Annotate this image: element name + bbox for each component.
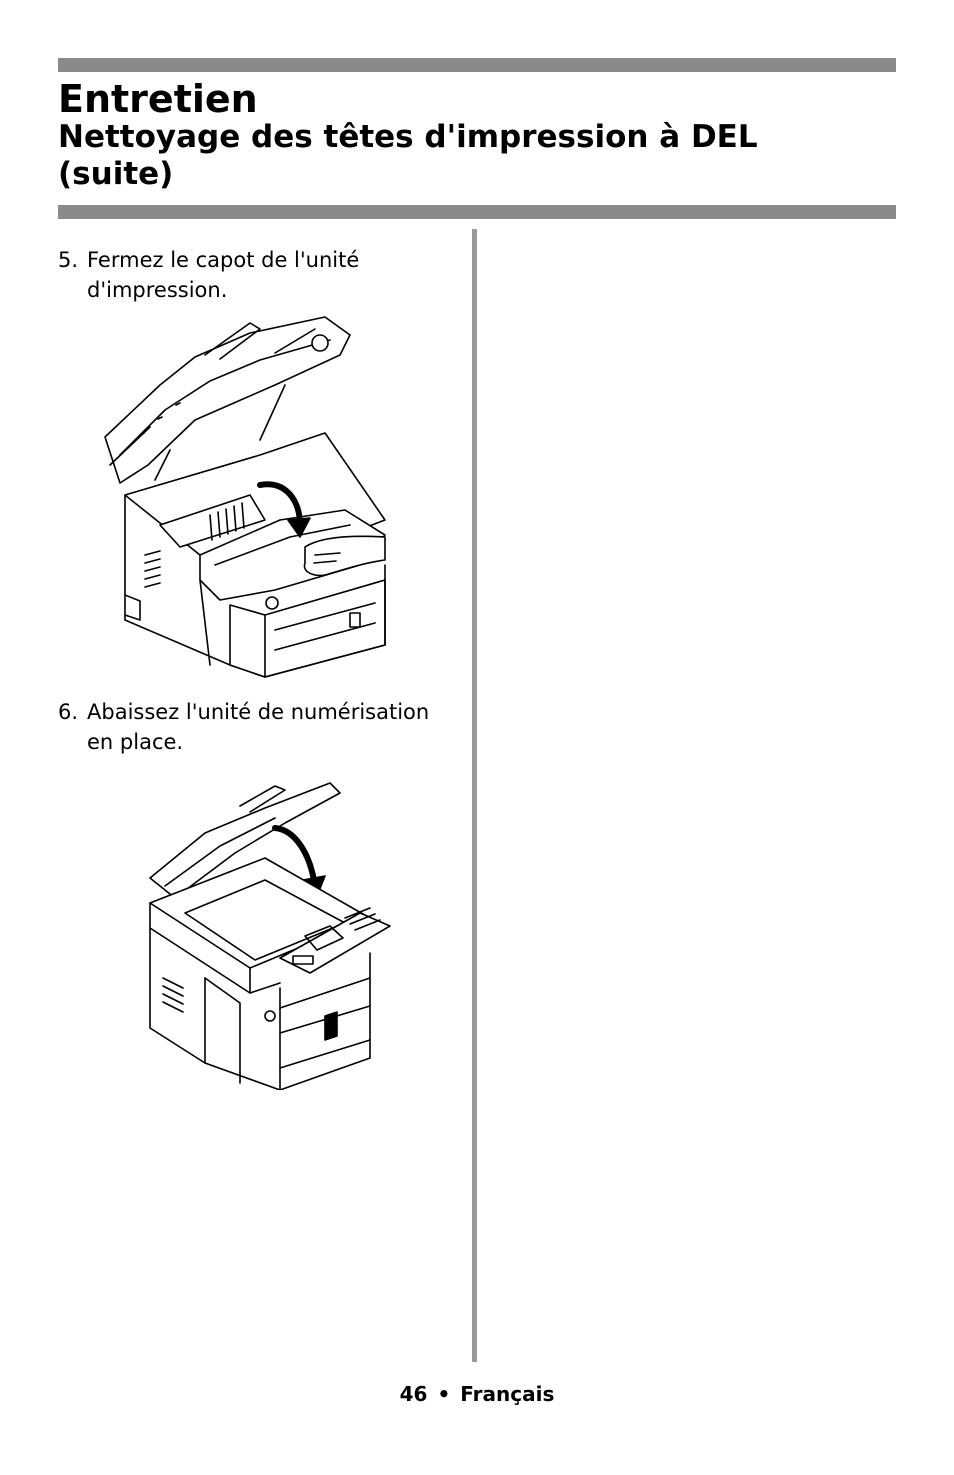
- page-footer: 46 • Français: [0, 1381, 954, 1407]
- step-text: Fermez le capot de l'unité d'impression.: [87, 248, 360, 302]
- printer-lower-scanner-unit-illustration: [145, 778, 395, 1091]
- step-number: 6.: [58, 700, 79, 724]
- footer-language: Français: [460, 1382, 555, 1406]
- printer-close-print-unit-cover-illustration: [100, 315, 390, 680]
- page-title: Entretien: [58, 77, 258, 121]
- page-number: 46: [399, 1382, 428, 1406]
- column-divider: [472, 229, 477, 1362]
- step-text: Abaissez l'unité de numérisation en plac…: [87, 700, 430, 754]
- header-top-rule: [58, 58, 896, 72]
- page-subtitle: Nettoyage des têtes d'impression à DEL (…: [58, 119, 758, 192]
- step-6: 6. Abaissez l'unité de numérisation en p…: [58, 697, 438, 757]
- footer-separator: •: [437, 1382, 451, 1406]
- step-5: 5. Fermez le capot de l'unité d'impressi…: [58, 245, 438, 305]
- step-number: 5.: [58, 248, 79, 272]
- header-bottom-rule: [58, 205, 896, 219]
